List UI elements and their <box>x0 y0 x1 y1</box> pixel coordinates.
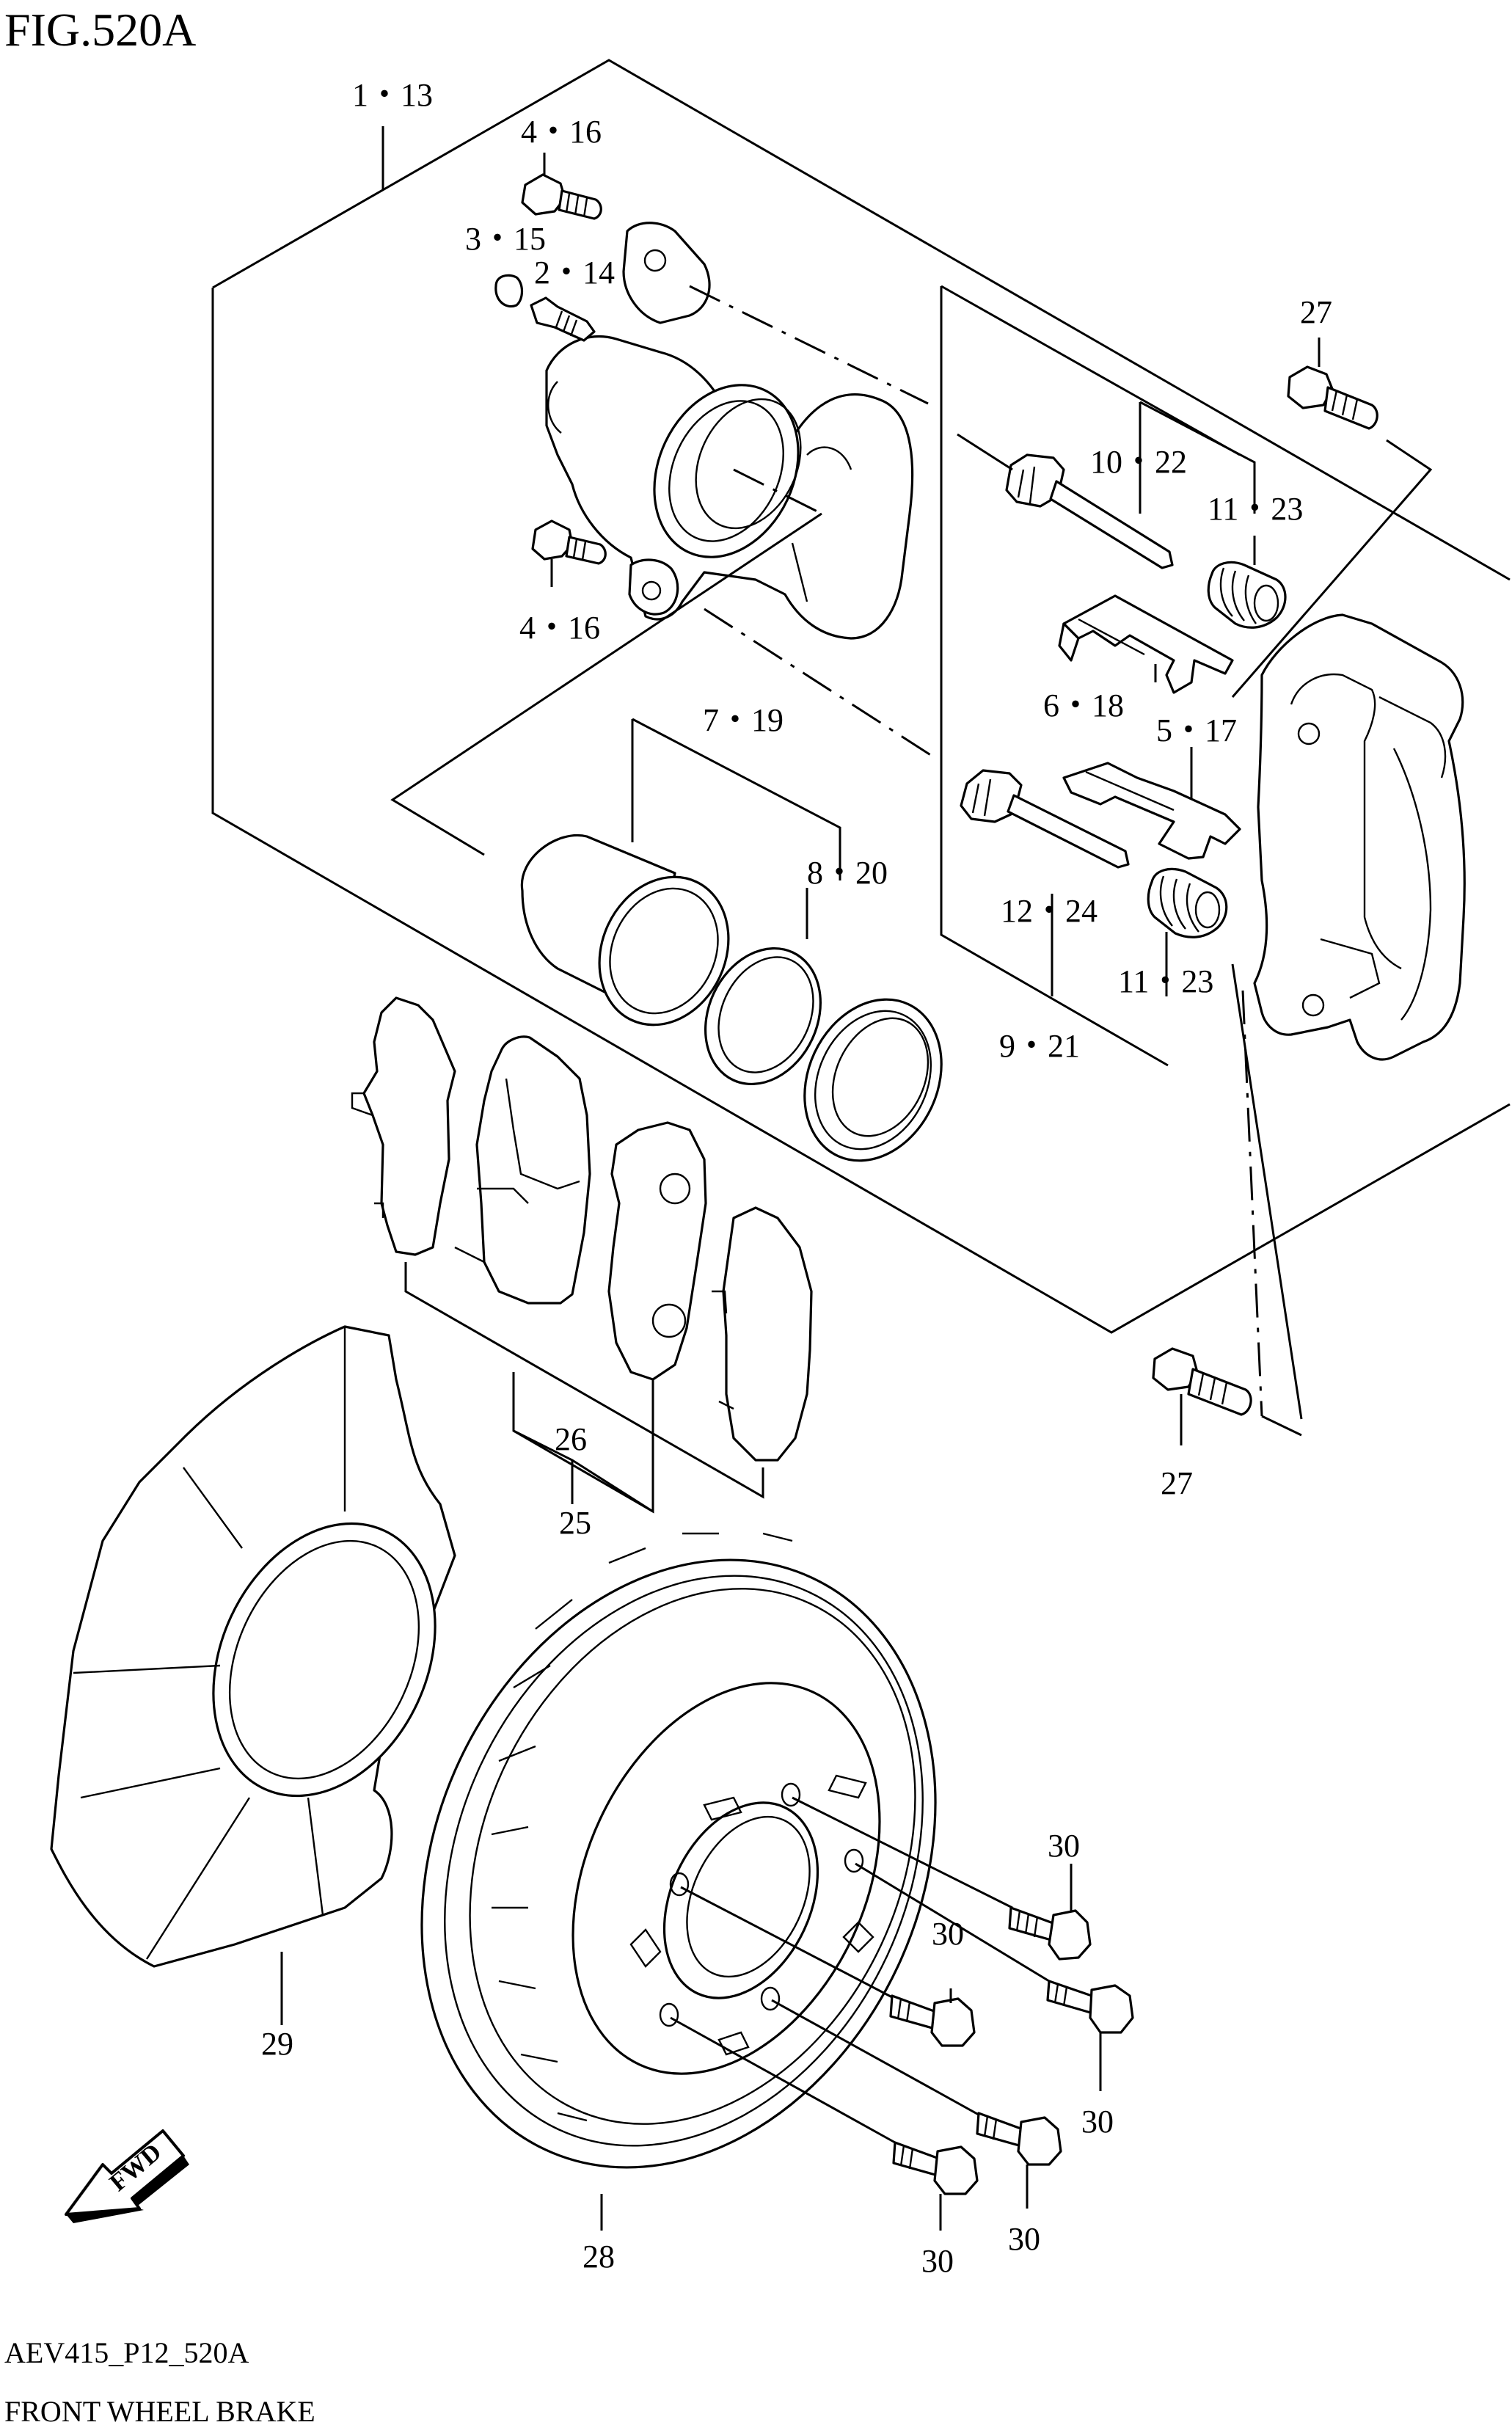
callout-1-13: 1・13 <box>352 77 433 113</box>
footer-code: AEV415_P12_520A <box>4 2336 249 2369</box>
brake-disc[interactable] <box>326 1476 1031 2252</box>
callout-2-14: 2・14 <box>534 255 615 291</box>
footer-caption: FRONT WHEEL BRAKE <box>4 2395 315 2428</box>
piston-bracket-line <box>390 512 822 856</box>
callout-26: 26 <box>555 1421 587 1457</box>
guide-pin-upper[interactable] <box>1005 453 1174 569</box>
hub-bolt-2[interactable] <box>1046 1980 1134 2034</box>
hub-bolt-3-line <box>680 1886 893 1999</box>
bleeder-screw[interactable] <box>530 296 596 342</box>
callout-7-19: 7・19 <box>703 702 784 738</box>
callout-25: 25 <box>559 1505 591 1541</box>
leader-9-21 <box>1051 894 1168 996</box>
callout-8-20: 8・20 <box>807 855 888 891</box>
guide-boot-upper[interactable] <box>1207 561 1287 629</box>
callout-4-16-upper: 4・16 <box>521 114 602 150</box>
callout-11-23-lower: 11・23 <box>1118 963 1213 999</box>
bracket-bolt-upper-line <box>1231 439 1433 698</box>
hub-bolt-4-line <box>771 1999 979 2116</box>
hub-bolt-3[interactable] <box>889 1994 976 2047</box>
callout-27-lower: 27 <box>1161 1465 1193 1501</box>
guide-pin-lower[interactable] <box>960 769 1130 869</box>
brake-pad-outer[interactable] <box>454 1035 591 1305</box>
bracket-bolt-lower[interactable] <box>1152 1347 1252 1416</box>
hub-bolt-1-line <box>792 1796 1013 1909</box>
centerline-bracket-bolt <box>1241 990 1263 1417</box>
callout-10-22: 10・22 <box>1090 444 1187 480</box>
caliper-bolt-upper[interactable] <box>521 173 602 220</box>
centerline-piston <box>733 468 822 515</box>
caliper-bolt-lower[interactable] <box>531 519 607 565</box>
pad-shim-outer[interactable] <box>351 996 456 1256</box>
callout-4-16-lower: 4・16 <box>519 610 600 646</box>
callout-29: 29 <box>261 2026 293 2062</box>
callout-11-23-upper: 11・23 <box>1208 491 1303 527</box>
guide-boot-lower[interactable] <box>1147 867 1228 938</box>
figure-title: FIG.520A <box>4 4 196 56</box>
piston-boot[interactable] <box>779 977 967 1183</box>
hub-bolt-2-line <box>855 1862 1050 1983</box>
caliper-support-bracket[interactable] <box>1253 613 1466 1061</box>
centerline-lower <box>704 608 932 757</box>
callout-27-upper: 27 <box>1300 294 1332 330</box>
callout-30-d: 30 <box>921 2243 954 2279</box>
brake-pad-inner[interactable] <box>712 1206 813 1462</box>
callout-30-c: 30 <box>1081 2104 1114 2140</box>
bleeder-cap[interactable] <box>494 274 524 308</box>
fwd-arrow-icon: FWD <box>65 2129 189 2223</box>
callout-28: 28 <box>582 2239 615 2275</box>
hub-bolt-5[interactable] <box>892 2141 979 2195</box>
leader-26 <box>512 1372 654 1514</box>
piston[interactable] <box>520 834 752 1046</box>
leader-25 <box>513 1429 654 1513</box>
callout-labels: 1・13 4・16 3・15 2・14 4・16 27 10・22 11・23 … <box>261 77 1332 2279</box>
callout-3-15: 3・15 <box>465 221 546 257</box>
piston-seal[interactable] <box>684 930 841 1104</box>
leader-guide-pin-upper <box>957 433 1013 471</box>
callout-30-e: 30 <box>1008 2221 1040 2257</box>
leader-7-19 <box>631 718 841 880</box>
callout-12-24: 12・24 <box>1001 893 1098 929</box>
centerline-upper <box>689 285 929 405</box>
hub-bolt-4[interactable] <box>976 2112 1062 2166</box>
leader-pad-set-upper <box>404 1262 764 1499</box>
dust-shield[interactable] <box>50 1325 478 1968</box>
caliper-assembly-boundary <box>211 59 1511 1334</box>
pad-clip-lower[interactable] <box>1062 762 1241 860</box>
callout-6-18: 6・18 <box>1043 688 1124 723</box>
bracket-bolt-lower-line <box>1231 963 1303 1437</box>
pad-clip-upper[interactable] <box>1058 594 1234 694</box>
hub-bolt-5-line <box>670 2016 896 2144</box>
hub-bolt-1[interactable] <box>1008 1906 1092 1961</box>
bracket-bolt-upper[interactable] <box>1287 365 1378 430</box>
caliper-body[interactable] <box>545 222 914 640</box>
leader-10-22 <box>1139 401 1256 514</box>
callout-9-21: 9・21 <box>999 1028 1080 1064</box>
callout-30-b: 30 <box>932 1916 964 1952</box>
callout-30-a: 30 <box>1048 1828 1080 1864</box>
callout-5-17: 5・17 <box>1156 712 1237 748</box>
pad-shim-inner[interactable] <box>607 1121 707 1381</box>
